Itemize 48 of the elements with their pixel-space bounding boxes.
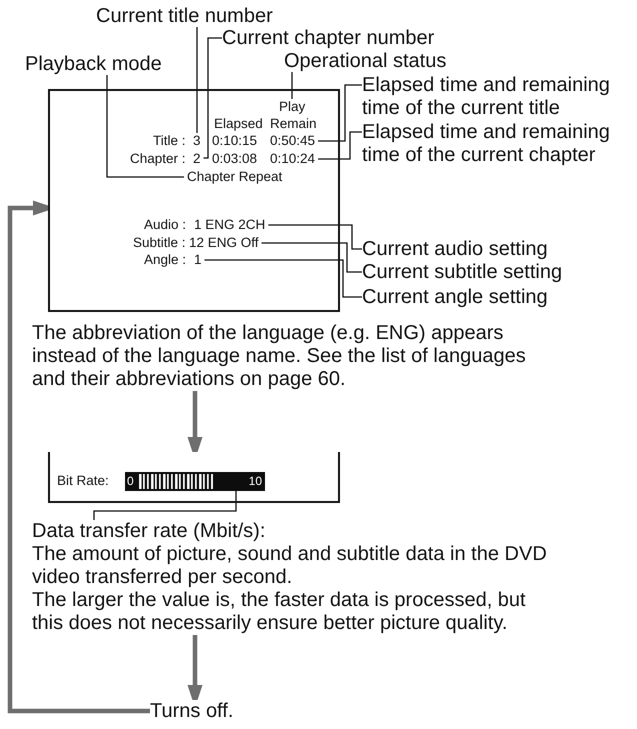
column-header: Elapsed bbox=[214, 116, 263, 132]
time-readout: 0:10:24 bbox=[267, 151, 318, 167]
leader-line bbox=[262, 242, 362, 273]
callout-label: Playback mode bbox=[25, 53, 162, 75]
column-header: Remain bbox=[270, 116, 317, 132]
bit-rate-bar bbox=[125, 472, 265, 491]
setting-text: 12 ENG Off bbox=[186, 235, 262, 251]
callout-label: Current angle setting bbox=[362, 286, 548, 308]
callout-label: Current chapter number bbox=[222, 27, 434, 49]
leader-line bbox=[318, 131, 362, 160]
time-readout: 0:50:45 bbox=[267, 133, 318, 149]
field-label: Angle : bbox=[144, 252, 186, 268]
leader-line bbox=[204, 37, 222, 159]
callout-label: Current title number bbox=[96, 5, 273, 27]
body-text: The larger the value is, the faster data is processed, but this does not necessarily ensure better picture quality. bbox=[32, 589, 527, 635]
scale-number: 0 bbox=[127, 473, 134, 489]
leader-line bbox=[93, 491, 237, 520]
step-text: Turns off. bbox=[150, 700, 234, 722]
chapter-number: 2 bbox=[190, 151, 204, 167]
field-label: Audio : bbox=[144, 217, 186, 233]
callout-label: Elapsed time and remaining time of the current chapter bbox=[362, 121, 630, 167]
angle-number: 1 bbox=[191, 252, 205, 268]
field-label: Bit Rate: bbox=[57, 473, 109, 489]
osd-screen-frame bbox=[48, 452, 340, 503]
note-text: The abbreviation of the language (e.g. ENG) appears instead of the language name. See the list of languages and their abbreviations on page 60. bbox=[32, 322, 547, 391]
mode-text: Chapter Repeat bbox=[184, 169, 286, 185]
callout-label: Current audio setting bbox=[362, 238, 548, 260]
heading-text: Data transfer rate (Mbit/s): bbox=[32, 520, 266, 543]
leader-line bbox=[196, 27, 198, 133]
time-readout: 0:03:08 bbox=[212, 151, 258, 167]
leader-line bbox=[106, 75, 184, 178]
field-label: Chapter : bbox=[130, 151, 186, 167]
field-label: Subtitle : bbox=[133, 235, 186, 251]
leader-line bbox=[204, 259, 362, 298]
status-text: Play bbox=[276, 99, 308, 115]
callout-label: Current subtitle setting bbox=[362, 261, 562, 283]
body-text: The amount of picture, sound and subtitle data in the DVD video transferred per second. bbox=[32, 543, 548, 589]
setting-text: 1 ENG 2CH bbox=[191, 217, 268, 233]
title-number: 3 bbox=[190, 133, 204, 149]
time-readout: 0:10:15 bbox=[212, 133, 258, 149]
callout-label: Elapsed time and remaining time of the current title bbox=[362, 74, 630, 120]
osd-screen-frame bbox=[48, 89, 340, 312]
field-label: Title : bbox=[153, 133, 186, 149]
leader-line bbox=[268, 224, 362, 250]
leader-line bbox=[291, 72, 293, 99]
callout-label: Operational status bbox=[284, 50, 446, 72]
scale-number: 10 bbox=[248, 473, 262, 489]
leader-line bbox=[318, 84, 362, 142]
